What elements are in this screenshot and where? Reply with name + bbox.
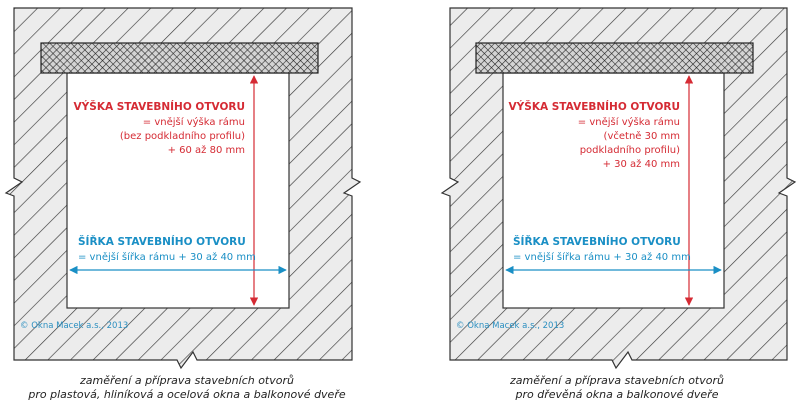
width-line: = vnější šířka rámu + 30 až 40 mm — [513, 251, 691, 263]
caption-line-1: zaměření a příprava stavebních otvorů — [509, 374, 724, 387]
height-line-2: (bez podkladního profilu) — [120, 130, 245, 142]
lintel — [475, 42, 754, 74]
lintel — [40, 42, 319, 74]
height-line-3: + 60 až 80 mm — [168, 144, 245, 156]
height-line-1: = vnější výška rámu — [578, 116, 680, 128]
height-line-2: (včetně 30 mm — [604, 130, 680, 142]
height-title: VÝŠKA STAVEBNÍHO OTVORU — [74, 100, 245, 113]
copyright: © Okna Macek a.s., 2013 — [20, 321, 128, 331]
height-line-3: podkladního profilu) — [580, 144, 680, 156]
caption-line-1: zaměření a příprava stavebních otvorů — [79, 374, 294, 387]
copyright: © Okna Macek a.s., 2013 — [456, 321, 564, 331]
height-title: VÝŠKA STAVEBNÍHO OTVORU — [509, 100, 680, 113]
width-title: ŠÍŘKA STAVEBNÍHO OTVORU — [513, 235, 681, 248]
panel-wooden: VÝŠKA STAVEBNÍHO OTVORU = vnější výška r… — [440, 7, 797, 401]
width-title: ŠÍŘKA STAVEBNÍHO OTVORU — [78, 235, 246, 248]
width-line: = vnější šířka rámu + 30 až 40 mm — [78, 251, 256, 263]
caption-line-2: pro plastová, hliníková a ocelová okna a… — [27, 388, 345, 401]
panel-plastic-aluminium: VÝŠKA STAVEBNÍHO OTVORU = vnější výška r… — [4, 7, 362, 401]
caption-line-2: pro dřevěná okna a balkonové dveře — [515, 388, 719, 401]
height-line-4: + 30 až 40 mm — [603, 158, 680, 170]
height-line-1: = vnější výška rámu — [143, 116, 245, 128]
